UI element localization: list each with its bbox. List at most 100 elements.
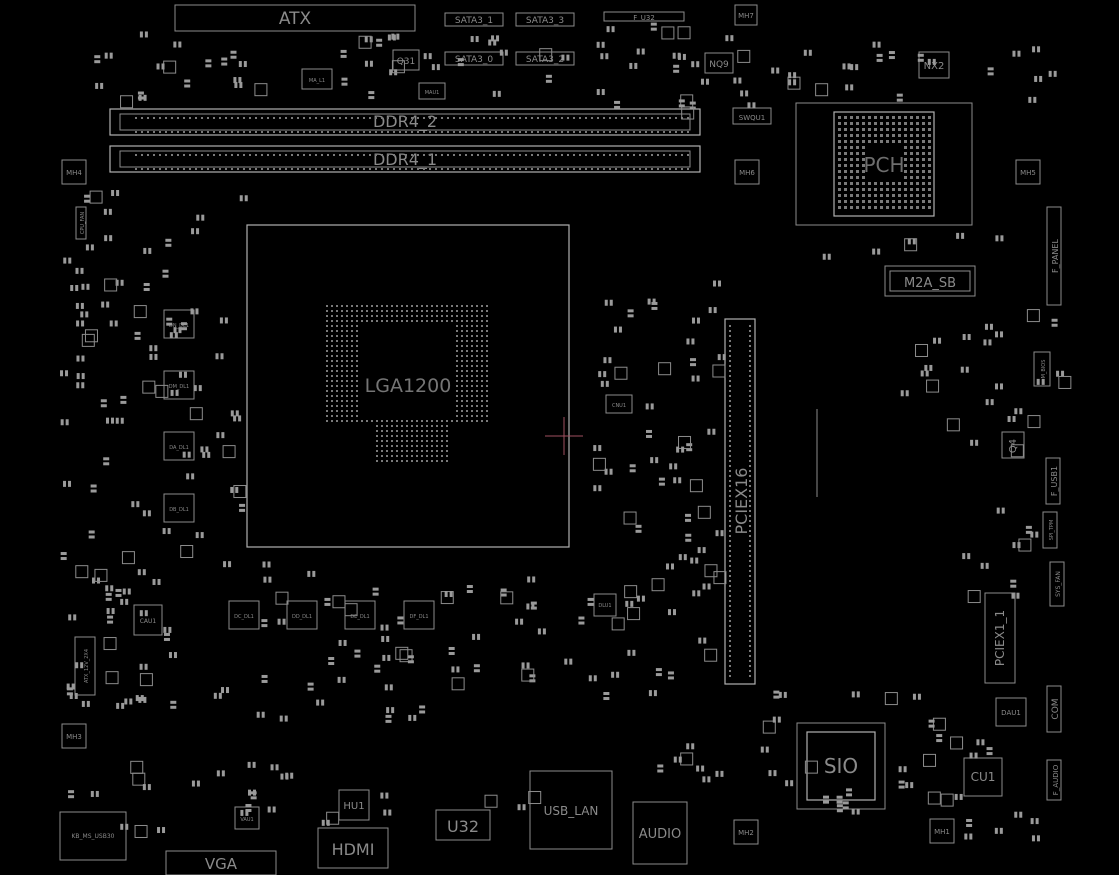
- m-bios-chip[interactable]: M_BIOS: [1033, 351, 1051, 387]
- atx-connector[interactable]: ATX: [174, 4, 416, 32]
- mh5-hole[interactable]: MH5: [1015, 159, 1041, 185]
- svg-text:Q4: Q4: [1008, 439, 1019, 453]
- sys-fan-header[interactable]: SYS_FAN: [1049, 561, 1065, 607]
- svg-text:DN_DL1: DN_DL1: [169, 323, 189, 329]
- mh4-hole[interactable]: MH4: [61, 159, 87, 185]
- svg-text:DC_DL1: DC_DL1: [234, 614, 254, 620]
- svg-text:PCIEX16: PCIEX16: [732, 468, 751, 535]
- svg-text:HU1: HU1: [343, 801, 364, 812]
- cu1-component[interactable]: CU1: [963, 757, 1003, 797]
- svg-text:USB_LAN: USB_LAN: [544, 804, 599, 818]
- svg-text:MH4: MH4: [66, 169, 82, 177]
- da-dl1-inductor[interactable]: DA_DL1: [163, 431, 195, 461]
- svg-text:SYS_FAN: SYS_FAN: [1055, 571, 1062, 597]
- svg-text:DAU1: DAU1: [1001, 709, 1021, 717]
- sata3-1-connector[interactable]: SATA3_1: [444, 12, 504, 27]
- svg-text:DDR4_1: DDR4_1: [373, 150, 437, 170]
- svg-text:NX2: NX2: [924, 61, 945, 72]
- svg-text:DD_DL1: DD_DL1: [292, 614, 312, 620]
- dc-dl1-inductor[interactable]: DC_DL1: [228, 600, 260, 630]
- nq9-component[interactable]: NQ9: [704, 52, 734, 74]
- vga-connector[interactable]: VGA: [165, 850, 277, 875]
- cau1-component[interactable]: CAU1: [133, 604, 163, 636]
- svg-text:MAU1: MAU1: [425, 90, 440, 96]
- svg-text:VAU1: VAU1: [240, 817, 253, 823]
- svg-text:SWQU1: SWQU1: [739, 114, 765, 122]
- q31-component[interactable]: Q31: [392, 49, 420, 71]
- svg-text:M2A_SB: M2A_SB: [904, 276, 956, 291]
- svg-text:CU1: CU1: [971, 770, 996, 784]
- sata3-3-connector[interactable]: SATA3_3: [515, 12, 575, 27]
- nx2-component[interactable]: NX2: [918, 51, 950, 79]
- mh1-hole[interactable]: MH1: [929, 818, 955, 844]
- mh2-hole[interactable]: MH2: [733, 819, 759, 845]
- mh7-hole[interactable]: MH7: [734, 4, 758, 26]
- de-dl1-inductor[interactable]: DE_DL1: [344, 600, 376, 630]
- svg-text:ATX_12V_2X4: ATX_12V_2X4: [84, 649, 90, 683]
- cpu-fan-header[interactable]: CPU_FAN: [75, 206, 87, 240]
- pch-chip[interactable]: PCH: [795, 102, 973, 226]
- svg-text:DM_DL1: DM_DL1: [169, 384, 189, 390]
- f-audio-header[interactable]: F_AUDIO: [1046, 759, 1062, 801]
- svg-text:LGA1200: LGA1200: [365, 375, 452, 397]
- f-panel-header[interactable]: F_PANEL: [1046, 206, 1062, 306]
- mh6-hole[interactable]: MH6: [734, 159, 760, 185]
- svg-text:DB_DL1: DB_DL1: [169, 507, 189, 513]
- sata3-2-connector[interactable]: SATA3_2: [515, 51, 575, 66]
- u32-connector[interactable]: U32: [435, 809, 491, 841]
- db-dl1-inductor[interactable]: DB_DL1: [163, 493, 195, 523]
- svg-text:SPI_TPM: SPI_TPM: [1049, 520, 1055, 541]
- svg-text:MH3: MH3: [66, 733, 82, 741]
- m2a-sb-slot[interactable]: M2A_SB: [884, 265, 976, 297]
- swqu1-component[interactable]: SWQU1: [732, 107, 772, 125]
- svg-text:HDMI: HDMI: [332, 840, 375, 859]
- svg-text:DE_DL1: DE_DL1: [350, 614, 369, 620]
- svg-text:SATA3_1: SATA3_1: [455, 16, 493, 26]
- svg-text:MH2: MH2: [738, 829, 754, 837]
- dn-dl1-inductor[interactable]: DN_DL1: [163, 309, 195, 339]
- svg-text:AUDIO: AUDIO: [639, 827, 682, 842]
- cnu1-component[interactable]: CNU1: [605, 394, 633, 414]
- kb-ms-usb-connector[interactable]: KB_MS_USB30: [59, 811, 127, 861]
- svg-text:MH1: MH1: [934, 828, 950, 836]
- atx-12v-header[interactable]: ATX_12V_2X4: [74, 636, 96, 696]
- dd-dl1-inductor[interactable]: DD_DL1: [286, 600, 318, 630]
- crosshair-cursor: [545, 417, 583, 455]
- svg-text:KB_MS_USB30: KB_MS_USB30: [72, 833, 115, 840]
- mh3-hole[interactable]: MH3: [61, 723, 87, 749]
- dau1-component[interactable]: DAU1: [995, 697, 1027, 727]
- f-usb1-header[interactable]: F_USB1: [1045, 457, 1061, 505]
- ma-l1-component[interactable]: MA_L1: [301, 68, 333, 90]
- hdmi-connector[interactable]: HDMI: [317, 827, 389, 869]
- svg-text:F_U32: F_U32: [633, 14, 655, 22]
- svg-text:SATA3_3: SATA3_3: [526, 16, 564, 26]
- audio-connector[interactable]: AUDIO: [632, 801, 688, 865]
- svg-text:CAU1: CAU1: [140, 618, 157, 625]
- svg-text:CNU1: CNU1: [612, 403, 626, 409]
- mau1-component[interactable]: MAU1: [418, 82, 446, 100]
- sio-chip[interactable]: SIO: [796, 722, 886, 810]
- svg-text:MH5: MH5: [1020, 169, 1036, 177]
- f-u32-header[interactable]: F_U32: [603, 11, 685, 22]
- pciex16-slot[interactable]: PCIEX16: [724, 318, 756, 685]
- svg-text:PCIEX1_1: PCIEX1_1: [993, 610, 1007, 666]
- svg-text:F_PANEL: F_PANEL: [1051, 239, 1060, 273]
- svg-text:U32: U32: [447, 817, 479, 836]
- svg-text:NQ9: NQ9: [709, 60, 729, 70]
- q4-component[interactable]: Q4: [1001, 431, 1025, 459]
- vau1-component[interactable]: VAU1: [234, 806, 260, 830]
- dlu1-component[interactable]: DLU1: [593, 593, 617, 617]
- spi-tpm-header[interactable]: SPI_TPM: [1042, 511, 1058, 549]
- smd-components: [60, 22, 1072, 842]
- sata3-0-connector[interactable]: SATA3_0: [444, 51, 504, 66]
- svg-text:DF_DL1: DF_DL1: [409, 614, 428, 620]
- atx-label: ATX: [279, 9, 312, 29]
- usb-lan-connector[interactable]: USB_LAN: [529, 770, 613, 850]
- hu1-component[interactable]: HU1: [338, 789, 370, 821]
- com-header[interactable]: COM: [1046, 685, 1062, 733]
- cpu-socket[interactable]: LGA1200: [246, 224, 570, 548]
- pciex1-1-slot[interactable]: PCIEX1_1: [984, 592, 1016, 684]
- svg-text:M_BIOS: M_BIOS: [1041, 360, 1047, 379]
- df-dl1-inductor[interactable]: DF_DL1: [403, 600, 435, 630]
